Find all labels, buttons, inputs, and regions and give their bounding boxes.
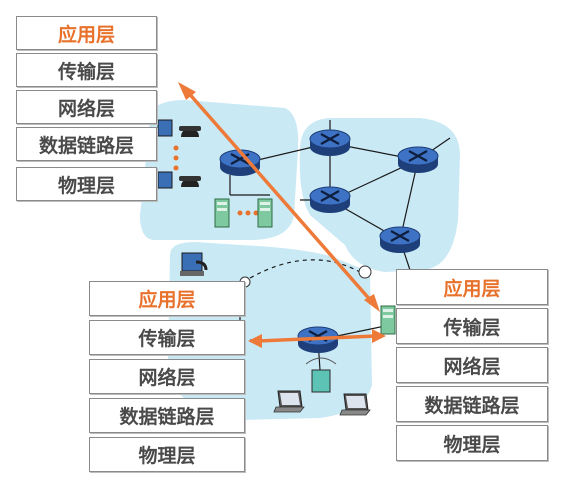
application-layer: 应用层 xyxy=(89,281,245,316)
server-icon xyxy=(380,305,396,335)
router-icon xyxy=(308,128,352,158)
transport-layer: 传输层 xyxy=(89,320,245,355)
network-layer: 网络层 xyxy=(16,90,157,124)
router-icon xyxy=(396,145,440,175)
protocol-stack-right: 应用层 传输层 网络层 数据链路层 物理层 xyxy=(396,269,548,464)
network-layer: 网络层 xyxy=(396,347,548,383)
data-link-layer: 数据链路层 xyxy=(89,398,245,433)
data-flow-arrows xyxy=(178,82,386,348)
server-icon xyxy=(214,198,230,228)
application-layer: 应用层 xyxy=(396,269,548,305)
router-icon xyxy=(378,225,422,255)
transport-layer: 传输层 xyxy=(16,53,157,87)
application-layer: 应用层 xyxy=(16,16,157,50)
physical-layer: 物理层 xyxy=(396,425,548,461)
desktop-computer-icon xyxy=(157,119,208,276)
network-layer: 网络层 xyxy=(89,359,245,394)
transport-layer: 传输层 xyxy=(396,308,548,344)
server-icon xyxy=(257,198,273,228)
data-link-layer: 数据链路层 xyxy=(16,127,157,161)
router-icon xyxy=(308,185,352,215)
physical-layer: 物理层 xyxy=(16,167,157,201)
physical-layer: 物理层 xyxy=(89,437,245,472)
protocol-stack-left: 应用层 传输层 网络层 数据链路层 物理层 xyxy=(89,281,245,476)
dots-icon xyxy=(173,145,259,216)
data-link-layer: 数据链路层 xyxy=(396,386,548,422)
protocol-stack-top: 应用层 传输层 网络层 数据链路层 物理层 xyxy=(16,16,157,204)
